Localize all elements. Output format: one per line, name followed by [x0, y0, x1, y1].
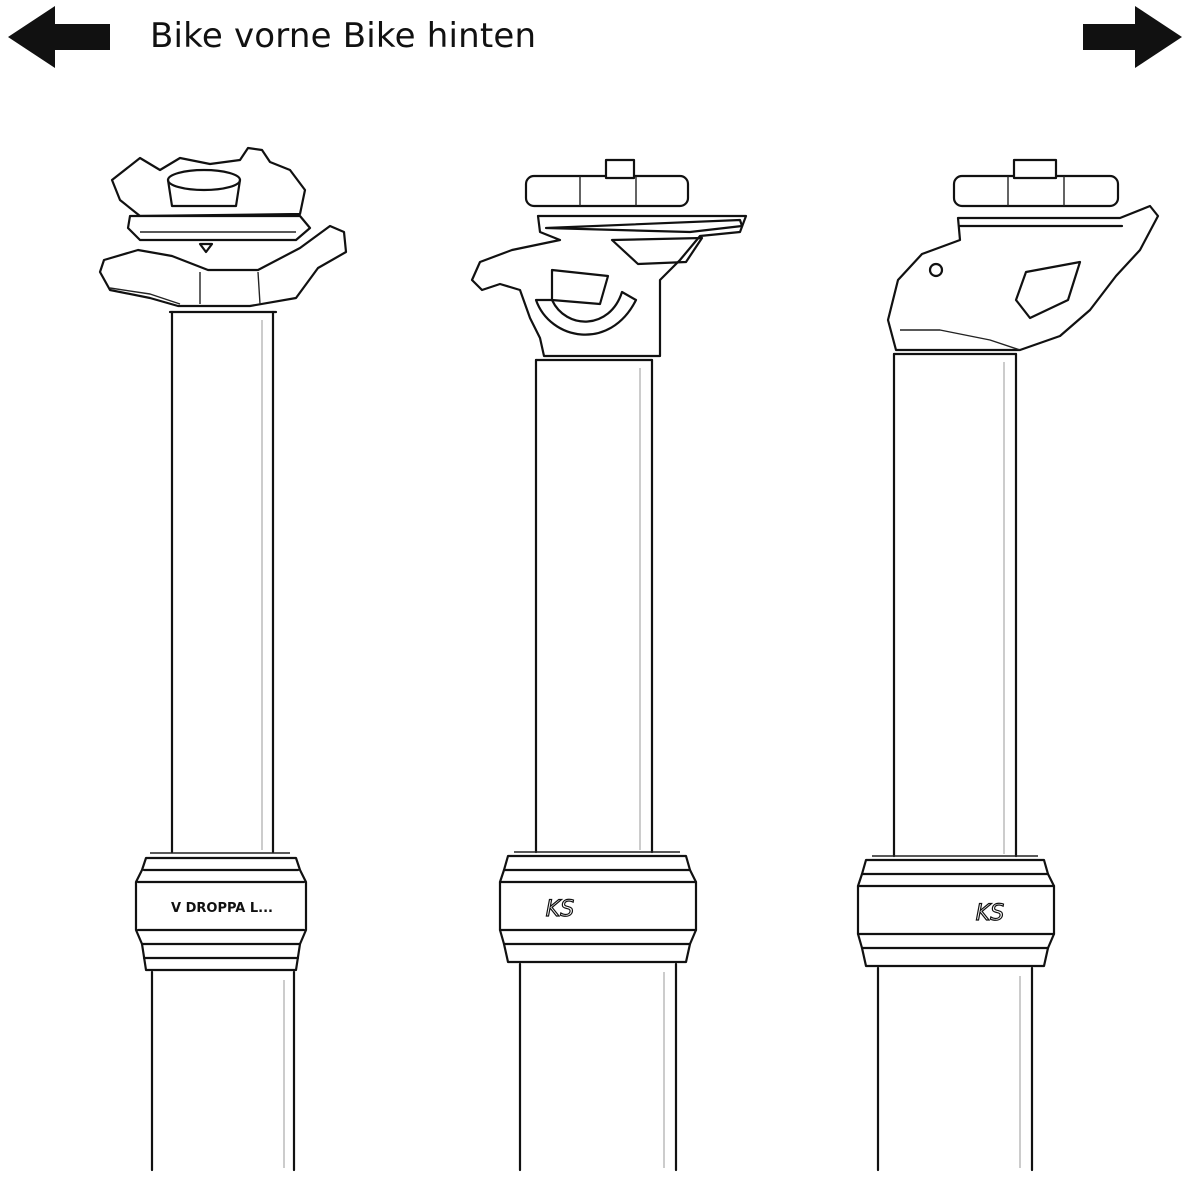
- post-3-collar-mark: KS: [976, 901, 1004, 926]
- arrow-left-icon: [8, 6, 110, 68]
- post-3-outer-tube: [876, 966, 1034, 1172]
- seatpost-two-bolt-clamp-icon: [98, 146, 348, 1172]
- post-3-collar: [856, 855, 1056, 968]
- seatpost-rear-setback-clamp-icon: [470, 158, 748, 1172]
- post-2-collar: [498, 851, 698, 964]
- post-1-collar: [134, 852, 308, 972]
- post-1-clamp-head: [98, 146, 348, 314]
- seatpost-rear-offset-clamp-icon: [856, 158, 1160, 1172]
- post-1-outer-tube: [150, 970, 296, 1172]
- post-1-stanchion: [170, 310, 275, 854]
- post-2-collar-mark: KS: [546, 897, 574, 922]
- post-1-collar-mark: V DROPPA L...: [171, 901, 273, 916]
- post-2-outer-tube: [518, 962, 678, 1172]
- post-2-stanchion: [534, 358, 654, 854]
- post-3-stanchion: [892, 352, 1018, 858]
- post-2-clamp-head: [470, 158, 748, 362]
- post-3-clamp-head: [886, 158, 1160, 356]
- direction-label: Bike vorne Bike hinten: [150, 16, 537, 56]
- arrow-right-icon: [1083, 6, 1182, 68]
